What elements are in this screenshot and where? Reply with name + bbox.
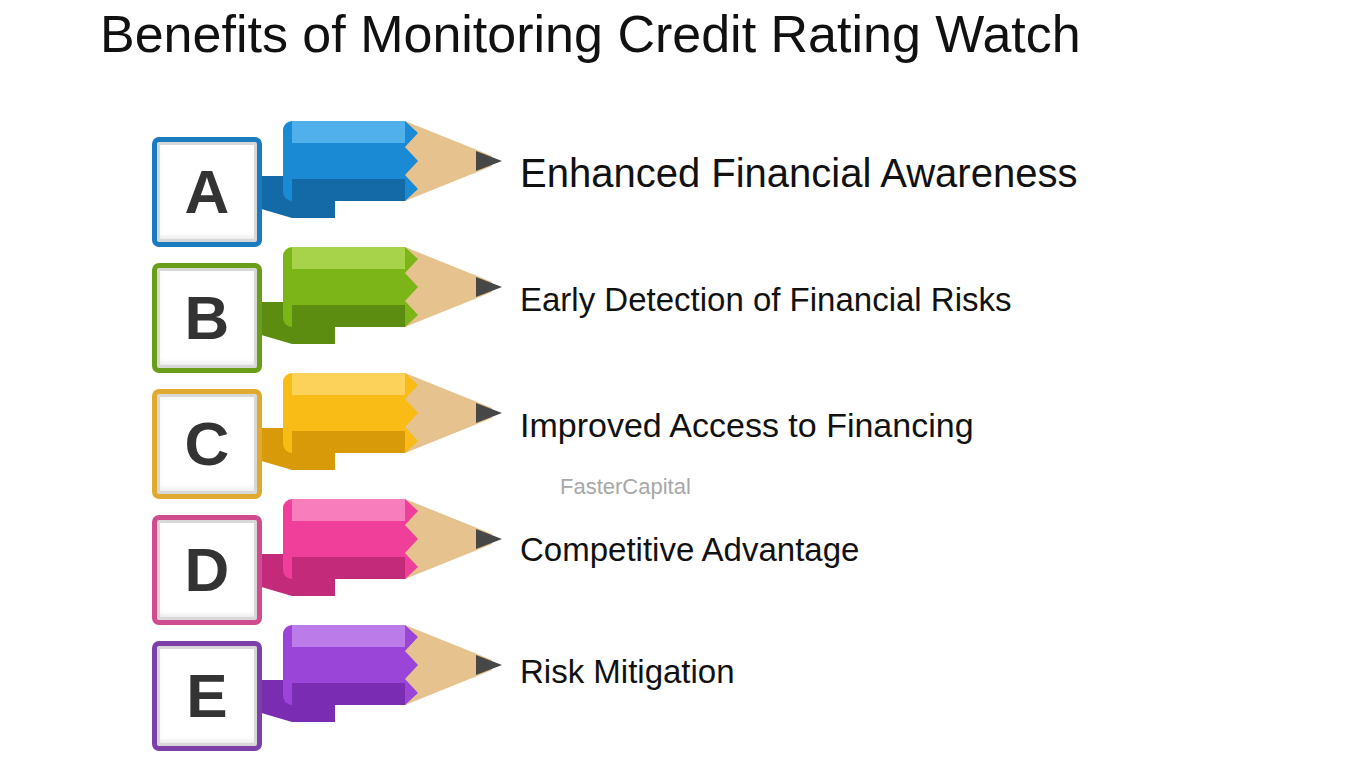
pencil-facet [292,557,406,579]
pencil-body [283,373,408,453]
pencil-scallop [405,499,418,579]
pencil-facet [292,373,406,395]
pencil-facet [292,431,406,453]
pencil-facet [292,683,406,705]
pencil [258,625,502,722]
item-label: Early Detection of Financial Risks [520,280,1012,320]
letter: E [186,665,227,727]
pencil [258,247,502,344]
pencil-scallop [405,625,418,705]
letter: B [185,287,230,349]
pencil-lead [476,403,502,423]
item-label: Competitive Advantage [520,530,859,570]
pencil-scallop [405,373,418,453]
diagram-title: Benefits of Monitoring Credit Rating Wat… [100,3,1081,65]
pencil-body [283,121,408,201]
letter-box: C [152,389,262,499]
pencil-body [283,499,408,579]
pencil-facet [292,305,406,327]
pencil [258,499,502,596]
item-label: Enhanced Financial Awareness [520,149,1077,197]
letter: C [185,413,230,475]
pencil-facet [292,247,406,269]
pencil-facet [292,625,406,647]
pencil [258,121,502,218]
letter-box: B [152,263,262,373]
pencil-lead [476,277,502,297]
pencil [258,373,502,470]
letter-box: A [152,137,262,247]
pencil-facet [292,121,406,143]
item-label: Risk Mitigation [520,652,735,692]
letter-box: D [152,515,262,625]
watermark: FasterCapital [560,474,691,500]
pencil-lead [476,529,502,549]
letter: D [185,539,230,601]
pencil-scallop [405,121,418,201]
pencil-scallop [405,247,418,327]
pencil-lead [476,151,502,171]
pencil-lead [476,655,502,675]
letter: A [185,161,230,223]
pencil-body [283,625,408,705]
pencil-facet [292,179,406,201]
pencil-facet [292,499,406,521]
pencil-body [283,247,408,327]
item-label: Improved Access to Financing [520,405,974,446]
letter-box: E [152,641,262,751]
